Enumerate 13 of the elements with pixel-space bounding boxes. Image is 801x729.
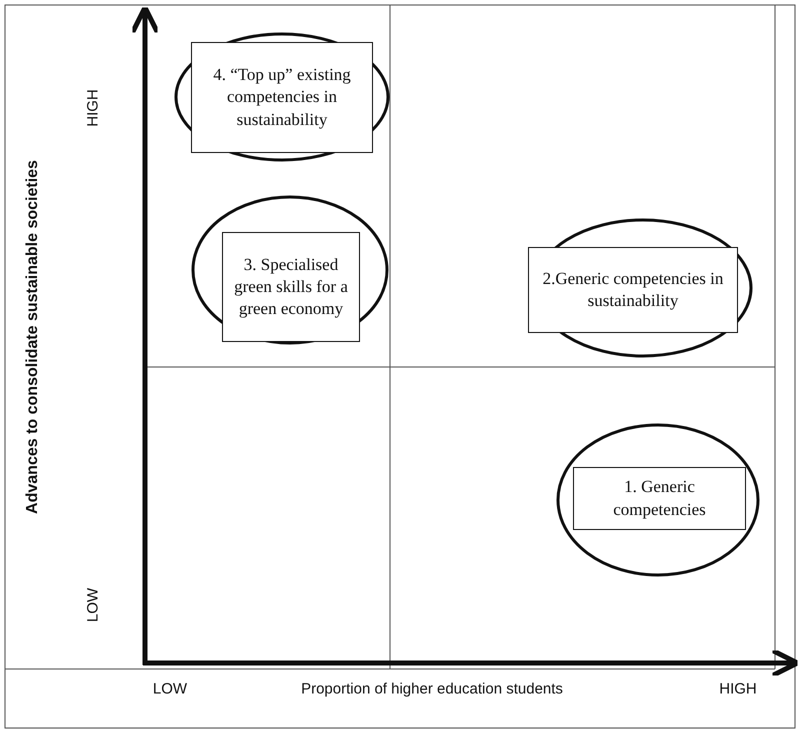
ellipse-callout [174, 32, 390, 162]
axis-tick-label: LOW [84, 588, 102, 622]
axis-tick-label: LOW [152, 680, 188, 698]
text-box: 3. Specialised green skills for a green economy [222, 232, 360, 342]
axis-tick-label: HIGH [84, 89, 102, 127]
text-box: 2.Generic competencies in sustainability [528, 247, 738, 333]
ellipse-callout [556, 423, 760, 577]
ellipse-callout [191, 195, 389, 345]
text-box: 1. Generic competencies [573, 467, 746, 530]
axis-tick-label: HIGH [719, 680, 757, 698]
text-box: 4. “Top up” existing competencies in sustainability [191, 42, 373, 153]
axis-title: Advances to consolidate sustainable societies [24, 160, 42, 514]
axis-title: Proportion of higher education students [301, 680, 563, 698]
